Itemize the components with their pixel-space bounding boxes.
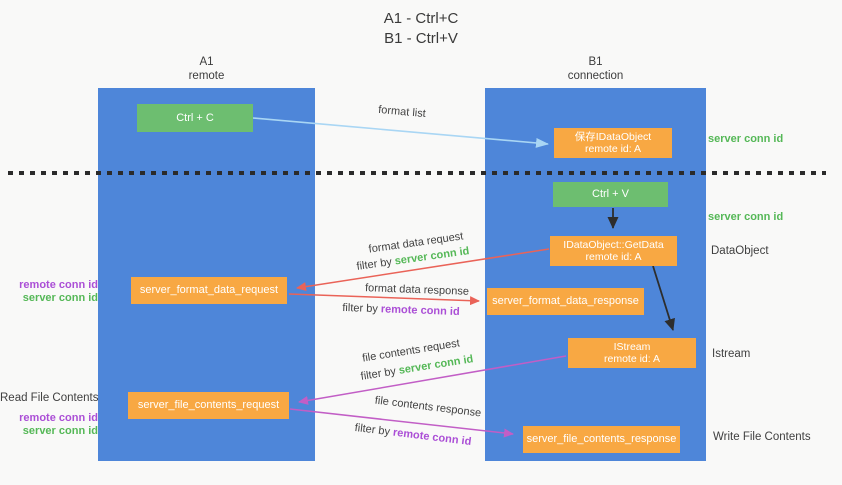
edge-label-format-response-filter: filter by remote conn id [342, 302, 460, 318]
node-istream-line1: IStream [613, 340, 651, 353]
annotation-remote-conn-id: remote conn id [19, 279, 98, 291]
lane-a1-subtitle: remote [188, 70, 225, 82]
node-ctrl-c[interactable]: Ctrl + C [137, 104, 253, 132]
title-line-2: B1 - Ctrl+V [384, 30, 458, 47]
filter-by-text: filter by [354, 421, 394, 439]
filter-by-text: filter by [355, 255, 396, 273]
annotation-read-file-contents: Read File Contents [0, 392, 99, 404]
node-istream-line2: remote id: A [603, 353, 661, 365]
node-save-idataobject-line2: remote id: A [584, 143, 642, 155]
node-save-idataobject-line1: 保存IDataObject [574, 130, 652, 143]
lane-b1-title: B1 [588, 56, 603, 68]
session-divider-line [8, 171, 826, 175]
lane-header-a1: A1 remote [98, 55, 315, 83]
annotation-left-conn-ids-bottom: remote conn id server conn id [0, 412, 98, 438]
annotation-dataobject: DataObject [711, 245, 769, 257]
lane-a1-title: A1 [199, 56, 214, 68]
node-idataobject-getdata[interactable]: IDataObject::GetData remote id: A [550, 236, 677, 266]
node-ctrl-v[interactable]: Ctrl + V [553, 182, 668, 207]
edge-label-file-contents-response: file contents response [374, 394, 482, 420]
node-istream[interactable]: IStream remote id: A [568, 338, 696, 368]
filter-key-remote-conn-id: remote conn id [392, 426, 472, 449]
title-line-1: A1 - Ctrl+C [383, 10, 459, 27]
diagram-title: A1 - Ctrl+C B1 - Ctrl+V [0, 9, 842, 49]
node-getdata-line2: remote id: A [585, 251, 642, 263]
filter-by-text: filter by [359, 364, 400, 383]
node-server-file-contents-response[interactable]: server_file_contents_response [523, 426, 680, 453]
node-save-idataobject[interactable]: 保存IDataObject remote id: A [554, 128, 672, 158]
node-server-format-data-request[interactable]: server_format_data_request [131, 277, 287, 304]
annotation-istream: Istream [712, 348, 751, 360]
lane-b1-subtitle: connection [567, 70, 624, 82]
node-server-format-data-response[interactable]: server_format_data_response [487, 288, 644, 315]
annotation-write-file-contents: Write File Contents [713, 431, 811, 443]
annotation-left-conn-ids-top: remote conn id server conn id [0, 279, 98, 305]
node-getdata-line1: IDataObject::GetData [563, 238, 664, 251]
annotation-server-conn-id-top: server conn id [708, 133, 784, 145]
edge-label-format-data-response: format data response [364, 282, 470, 298]
edge-label-file-response-filter: filter by remote conn id [354, 422, 472, 448]
edge-label-format-list: format list [377, 103, 427, 121]
annotation-remote-conn-id: remote conn id [19, 412, 98, 424]
lane-header-b1: B1 connection [485, 55, 706, 83]
filter-by-text: filter by [342, 301, 382, 316]
annotation-server-conn-id-mid: server conn id [708, 211, 784, 223]
annotation-server-conn-id: server conn id [22, 425, 98, 437]
filter-key-remote-conn-id: remote conn id [380, 303, 460, 319]
node-server-file-contents-request[interactable]: server_file_contents_request [128, 392, 289, 419]
annotation-server-conn-id: server conn id [22, 292, 98, 304]
